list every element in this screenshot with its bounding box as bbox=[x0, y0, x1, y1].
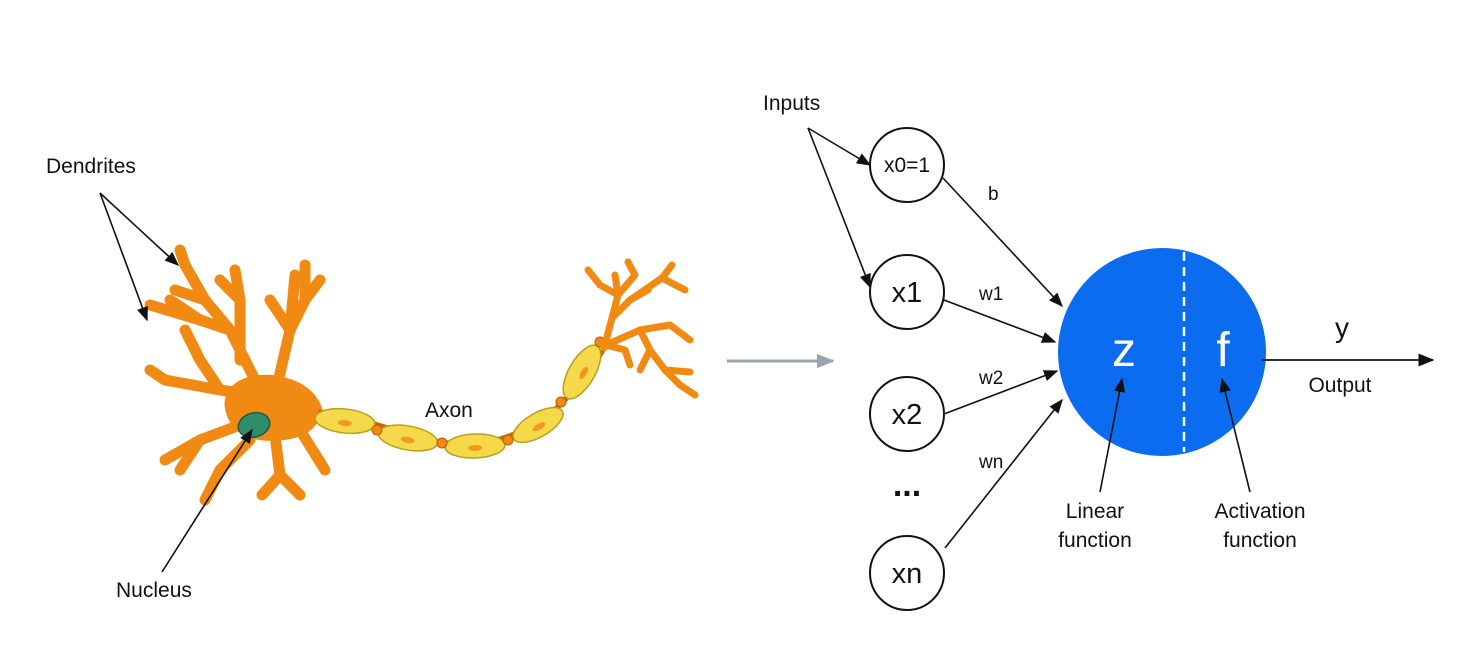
inputs-arrow-2 bbox=[807, 127, 871, 289]
output-label: Output bbox=[1308, 374, 1371, 397]
activation-function-label-line1: Activation bbox=[1214, 500, 1305, 523]
input-node-xn-label: xn bbox=[892, 558, 923, 590]
node-of-ranvier-1 bbox=[371, 424, 383, 436]
dendrites-arrow-2 bbox=[99, 192, 148, 322]
connection-w1 bbox=[943, 299, 1057, 343]
nucleus-label: Nucleus bbox=[116, 579, 192, 602]
input-node-x0-label: x0=1 bbox=[884, 154, 930, 177]
input-node-x2: x2 bbox=[869, 376, 945, 452]
node-of-ranvier-3 bbox=[502, 434, 514, 446]
node-of-ranvier-2 bbox=[436, 437, 448, 449]
inputs-arrow-1 bbox=[807, 127, 872, 166]
output-symbol: y bbox=[1335, 312, 1349, 343]
inputs-label: Inputs bbox=[763, 92, 820, 115]
linear-function-label-line1: Linear bbox=[1066, 500, 1124, 523]
input-node-xn: xn bbox=[869, 535, 945, 611]
biological-neuron: Dendrites Axon Nucleus bbox=[46, 155, 699, 602]
axon-terminals bbox=[584, 258, 699, 399]
myelin-nucleus-3 bbox=[468, 444, 483, 452]
node-of-ranvier-4 bbox=[555, 396, 567, 408]
weight-label-w1: w1 bbox=[978, 284, 1003, 305]
weight-label-w2: w2 bbox=[978, 368, 1003, 389]
dendrites-label: Dendrites bbox=[46, 155, 136, 178]
connection-w2 bbox=[943, 370, 1059, 415]
input-ellipsis: ... bbox=[893, 466, 921, 504]
myelin-nucleus-5 bbox=[579, 366, 589, 380]
activation-function-label-line2: function bbox=[1223, 529, 1297, 552]
artificial-neuron: Inputs x0=1 x1 x2 ... xn b w1 w2 wn bbox=[763, 92, 1435, 611]
connection-b bbox=[942, 177, 1063, 308]
axon-label: Axon bbox=[425, 399, 473, 422]
dendrites-arrow-1 bbox=[99, 192, 180, 266]
linear-function-label-line2: function bbox=[1058, 529, 1132, 552]
neuron-soma-and-dendrites bbox=[144, 244, 331, 506]
linear-symbol: z bbox=[1112, 324, 1136, 377]
linear-function-arrow bbox=[1099, 377, 1126, 493]
weight-label-b: b bbox=[988, 184, 999, 205]
nucleus-arrow bbox=[161, 428, 253, 573]
axon bbox=[314, 336, 609, 459]
myelin-nucleus-4 bbox=[532, 422, 546, 432]
myelin-nucleus-2 bbox=[400, 436, 415, 444]
weight-label-wn: wn bbox=[978, 452, 1003, 473]
activation-function-arrow bbox=[1219, 377, 1251, 493]
activation-symbol: f bbox=[1216, 324, 1230, 377]
myelin-nucleus-1 bbox=[337, 419, 352, 427]
input-node-x1: x1 bbox=[869, 254, 945, 330]
input-node-x0: x0=1 bbox=[869, 127, 945, 203]
input-node-x1-label: x1 bbox=[892, 277, 923, 309]
connection-wn bbox=[944, 398, 1063, 549]
neuron-unit bbox=[1058, 248, 1266, 456]
input-node-x2-label: x2 bbox=[892, 399, 923, 431]
